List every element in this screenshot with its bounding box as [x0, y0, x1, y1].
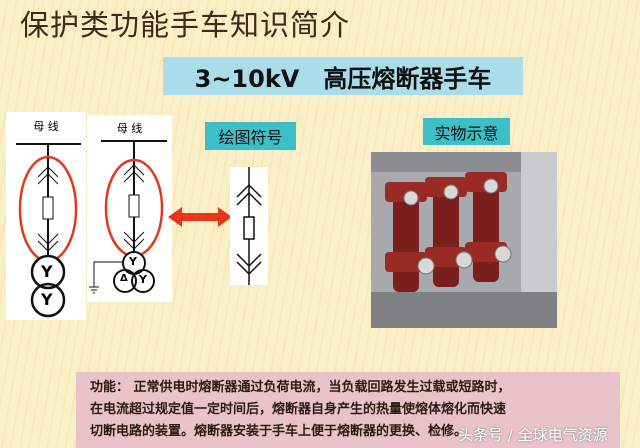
winding-symbol: Y [41, 290, 53, 309]
fuse-symbol-drawing [236, 167, 262, 285]
winding-symbol: Y [139, 273, 147, 286]
fuse-symbol [230, 167, 268, 285]
description-line: 在电流超过规定值一定时间后，熔断器自身产生的热量使熔体熔化而快速 [90, 402, 507, 417]
description-line: 功能： 正常供电时熔断器通过负荷电流，当负载回路发生过载或短路时， [90, 380, 511, 395]
busbar-label: 母 线 [33, 120, 59, 133]
winding-symbol: Δ [120, 273, 128, 284]
winding-symbol: Y [41, 262, 53, 281]
fuse-truck-photo [371, 152, 557, 328]
winding-symbol: Y [129, 255, 137, 268]
watermark: 头条号 / 全球电气资源 [458, 426, 608, 444]
busbar-label: 母 线 [116, 122, 143, 135]
photo-label: 实物示意 [423, 118, 510, 145]
function-description: 功能： 正常供电时熔断器通过负荷电流，当负载回路发生过载或短路时， 在电流超过规… [76, 372, 620, 448]
fuse-circuit-diagram [16, 143, 81, 318]
double-arrow-icon [168, 207, 232, 227]
symbol-label: 绘图符号 [205, 122, 296, 150]
diagram-three-winding-transformer: 母 线 Y Δ Y [87, 115, 172, 302]
fuse-circuit-diagram [89, 140, 167, 294]
description-line: 切断电路的装置。熔断器安装于手车上便于熔断器的更换、检修。 [90, 424, 468, 439]
slide-title: 保护类功能手车知识简介 [20, 8, 351, 42]
diagram-dyy-transformer: 母 线 Y Y [6, 112, 86, 320]
slide-subtitle: 3~10kV 高压熔断器手车 [163, 57, 523, 95]
